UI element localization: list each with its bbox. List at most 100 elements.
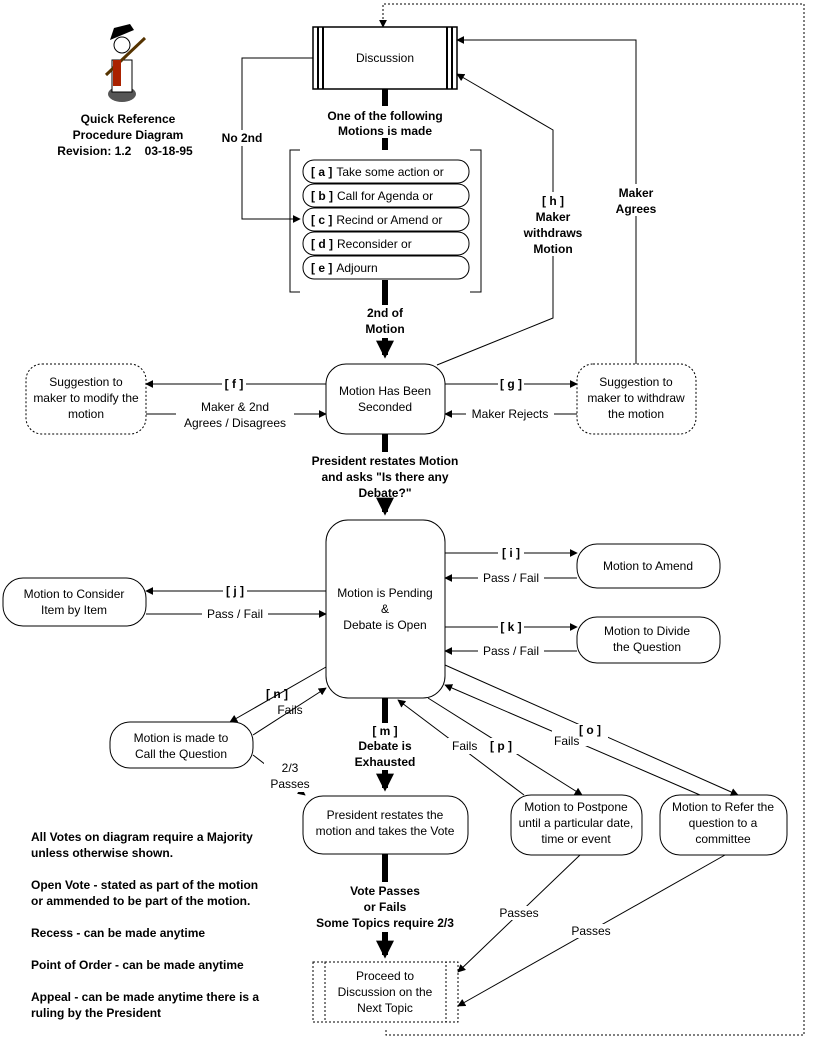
svg-text:time or event: time or event: [541, 832, 611, 846]
option-d: [ d ]Reconsider or: [311, 237, 412, 251]
notes-block: All Votes on diagram require a Majority …: [31, 830, 259, 1020]
motion-amend-node: Motion to Amend: [576, 543, 721, 589]
option-c: [ c ]Recind or Amend or: [311, 213, 442, 227]
motion-refer-node: Motion to Refer the question to a commit…: [659, 794, 788, 856]
maker-2nd-label-1: Maker & 2nd: [201, 400, 269, 414]
postpone-passes-label: Passes: [499, 906, 538, 920]
call-question-node: Motion is made to Call the Question: [109, 721, 254, 769]
vote-passes-3: Some Topics require 2/3: [316, 916, 454, 930]
divide-pass-fail: Pass / Fail: [483, 644, 539, 658]
j-tag: [ j ]: [226, 584, 244, 598]
amend-pass-fail: Pass / Fail: [483, 571, 539, 585]
n-fails-label: Fails: [277, 703, 302, 717]
note-majority-1: All Votes on diagram require a Majority: [31, 830, 253, 844]
diagram-revision: Revision: 1.2 03-18-95: [57, 144, 193, 158]
svg-text:Proceed to: Proceed to: [356, 969, 414, 983]
option-a: [ a ]Take some action or: [311, 165, 444, 179]
maker-agrees-label-1: Maker: [619, 186, 654, 200]
g-tag: [ g ]: [500, 377, 522, 391]
svg-text:motion and takes the Vote: motion and takes the Vote: [316, 824, 455, 838]
i-tag: [ i ]: [502, 546, 520, 560]
one-of-label-2: Motions is made: [338, 124, 432, 138]
note-recess: Recess - can be made anytime: [31, 926, 205, 940]
motion-seconded-node: Motion Has Been Seconded: [325, 363, 446, 435]
call-fails-connector: [252, 687, 327, 736]
svg-text:Suggestion to: Suggestion to: [599, 375, 673, 389]
maker-agrees-label-2: Agrees: [616, 202, 657, 216]
motion-consider-node: Motion to Consider Item by Item: [2, 577, 147, 627]
svg-text:committee: committee: [695, 832, 751, 846]
restates-label-1: President restates Motion: [312, 454, 459, 468]
motion-options-group: [ a ]Take some action or [ b ]Call for A…: [289, 149, 482, 293]
n-tag: [ n ]: [266, 687, 288, 701]
svg-text:&: &: [381, 602, 389, 616]
svg-text:the Question: the Question: [613, 640, 681, 654]
m-tag: [ m ]: [372, 724, 397, 738]
o-fails-label: Fails: [554, 734, 579, 748]
two-thirds-label: 2/3: [282, 761, 299, 775]
consider-pass-fail: Pass / Fail: [207, 607, 263, 621]
svg-text:question to a: question to a: [689, 816, 758, 830]
svg-text:Motion to Postpone: Motion to Postpone: [524, 800, 628, 814]
svg-text:until a particular date,: until a particular date,: [519, 816, 634, 830]
svg-text:Motion is made to: Motion is made to: [134, 731, 229, 745]
svg-text:Motion to Consider: Motion to Consider: [24, 587, 125, 601]
no-2nd-label: No 2nd: [222, 131, 263, 145]
svg-text:Motion to Refer the: Motion to Refer the: [672, 800, 774, 814]
svg-text:maker to modify the: maker to modify the: [33, 391, 139, 405]
svg-text:Suggestion to: Suggestion to: [49, 375, 123, 389]
note-appeal-1: Appeal - can be made anytime there is a: [31, 990, 259, 1004]
p-fails-label: Fails: [452, 739, 477, 753]
motion-divide-node: Motion to Divide the Question: [576, 616, 721, 664]
debate-exhausted-1: Debate is: [358, 739, 412, 753]
o-tag: [ o ]: [579, 723, 601, 737]
svg-text:President restates the: President restates the: [327, 808, 444, 822]
note-majority-2: unless otherwise shown.: [31, 846, 173, 860]
svg-text:Call the Question: Call the Question: [135, 747, 227, 761]
discussion-label: Discussion: [356, 51, 414, 65]
svg-text:Seconded: Seconded: [358, 400, 412, 414]
svg-text:Motion Has Been: Motion Has Been: [339, 384, 431, 398]
knight-logo: [104, 24, 147, 102]
debate-exhausted-2: Exhausted: [355, 755, 416, 769]
restates-label-3: Debate?": [358, 486, 411, 500]
vote-passes-1: Vote Passes: [350, 884, 420, 898]
note-open-vote-2: or ammended to be part of the motion.: [31, 894, 250, 908]
second-of-label-1: 2nd of: [367, 306, 404, 320]
p-tag: [ p ]: [490, 739, 512, 753]
maker-agrees-connector: [456, 36, 637, 364]
maker-rejects-label: Maker Rejects: [472, 407, 549, 421]
option-e: [ e ]Adjourn: [311, 261, 378, 275]
svg-text:Discussion on the: Discussion on the: [338, 985, 433, 999]
diagram-title-line-2: Procedure Diagram: [73, 128, 184, 142]
svg-text:Next Topic: Next Topic: [357, 1001, 413, 1015]
one-of-label-1: One of the following: [327, 109, 442, 123]
maker-2nd-label-2: Agrees / Disagrees: [184, 416, 286, 430]
note-open-vote-1: Open Vote - stated as part of the motion: [31, 878, 258, 892]
h-label-1: Maker: [536, 210, 571, 224]
refer-passes-label: Passes: [571, 924, 610, 938]
f-tag: [ f ]: [225, 377, 244, 391]
take-vote-node: President restates the motion and takes …: [302, 795, 469, 855]
svg-text:Motion to Amend: Motion to Amend: [603, 559, 693, 573]
h-tag: [ h ]: [542, 194, 564, 208]
two-thirds-passes-label: Passes: [270, 777, 309, 791]
motion-postpone-node: Motion to Postpone until a particular da…: [510, 794, 643, 856]
restates-label-2: and asks "Is there any: [321, 470, 448, 484]
discussion-node: Discussion: [312, 26, 458, 90]
n-connector: [229, 666, 327, 723]
motion-pending-node: Motion is Pending & Debate is Open: [325, 519, 446, 699]
note-appeal-2: ruling by the President: [31, 1006, 161, 1020]
svg-text:maker to withdraw: maker to withdraw: [587, 391, 685, 405]
note-point-of-order: Point of Order - can be made anytime: [31, 958, 244, 972]
diagram-title-line-1: Quick Reference: [81, 112, 176, 126]
svg-text:Item by Item: Item by Item: [41, 603, 107, 617]
svg-text:Motion to Divide: Motion to Divide: [604, 624, 690, 638]
h-label-2: withdraws: [523, 226, 583, 240]
svg-text:motion: motion: [68, 407, 104, 421]
suggestion-withdraw-node: Suggestion to maker to withdraw the moti…: [576, 363, 697, 435]
return-loop-connector: [379, 3, 805, 1036]
option-b: [ b ]Call for Agenda or: [311, 189, 433, 203]
k-tag: [ k ]: [500, 620, 521, 634]
